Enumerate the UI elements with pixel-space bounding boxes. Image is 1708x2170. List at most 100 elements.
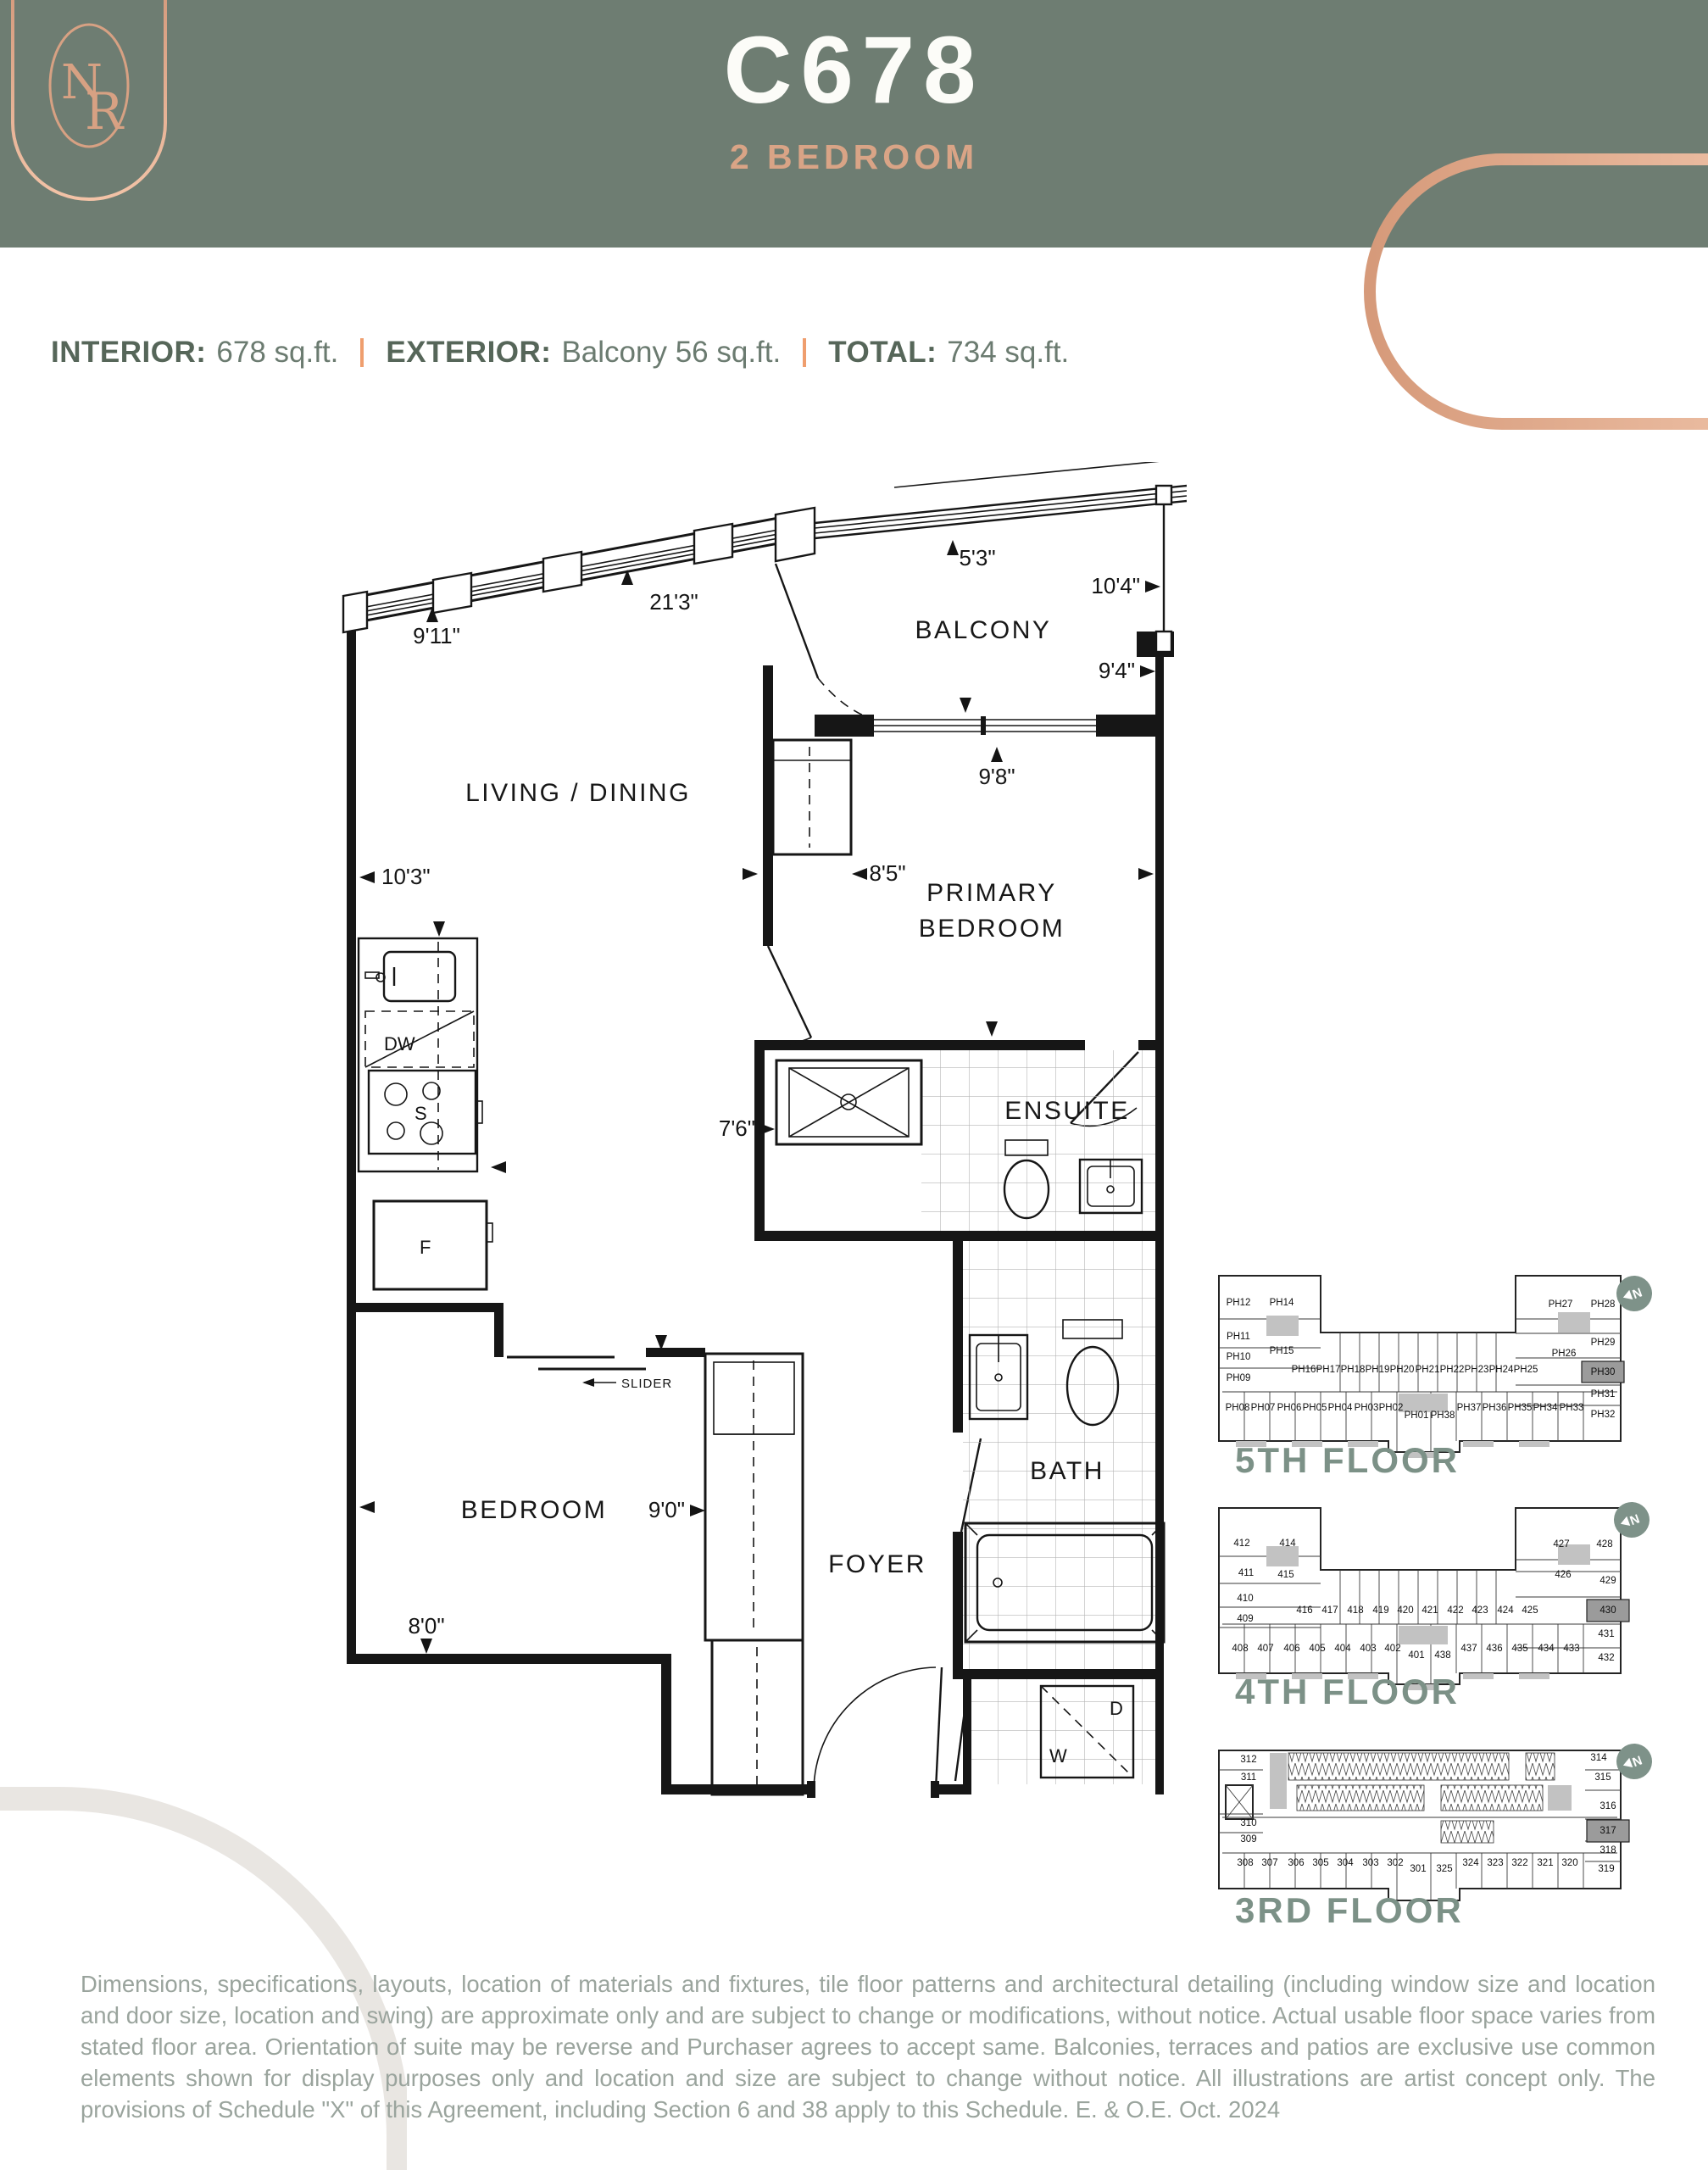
- total-stat: TOTAL:734 sq.ft.: [828, 336, 1069, 370]
- exterior-stat: EXTERIOR:Balcony 56 sq.ft.: [386, 336, 781, 370]
- dim-9-8: 9'8": [978, 764, 1015, 789]
- dishwasher-label: DW: [384, 1033, 415, 1054]
- keyplan-unit-label: 319: [1598, 1864, 1614, 1874]
- logo-monogram-r: R: [85, 82, 125, 142]
- keyplan-unit-label: 304: [1337, 1858, 1354, 1868]
- keyplan-unit-label: 407: [1257, 1644, 1273, 1654]
- keyplan-unit-label: PH25: [1514, 1365, 1538, 1375]
- living-dining-label: LIVING / DINING: [465, 779, 691, 807]
- highlighted-unit-3rd: [1586, 1819, 1630, 1843]
- keyplan-unit-label: 301: [1410, 1864, 1426, 1874]
- keyplan-unit-label: PH20: [1390, 1365, 1415, 1375]
- keyplan-unit-label: 309: [1240, 1834, 1256, 1844]
- keyplan-unit-label: 402: [1384, 1644, 1400, 1654]
- keyplan-unit-label: PH18: [1341, 1365, 1366, 1375]
- keyplan-unit-label: 324: [1462, 1858, 1479, 1868]
- keyplan-unit-label: 322: [1511, 1858, 1527, 1868]
- keyplan-unit-label: 418: [1347, 1605, 1363, 1616]
- keyplan-unit-label: 435: [1511, 1644, 1527, 1654]
- keyplan-unit-label: 302: [1387, 1858, 1403, 1868]
- keyplan-unit-label: PH12: [1227, 1298, 1251, 1308]
- keyplan-unit-label: 438: [1434, 1650, 1450, 1661]
- highlighted-unit-5th: [1581, 1360, 1625, 1383]
- keyplan-unit-label: 406: [1283, 1644, 1299, 1654]
- dim-8-0: 8'0": [408, 1613, 444, 1639]
- dim-21-3: 21'3": [649, 589, 698, 615]
- keyplan-unit-label: PH14: [1270, 1298, 1294, 1308]
- decorative-arc-top-right: [1364, 153, 1708, 430]
- keyplan-unit-label: PH30: [1591, 1367, 1616, 1377]
- keyplan-unit-label: 320: [1561, 1858, 1577, 1868]
- dim-10-3: 10'3": [381, 864, 431, 889]
- keyplan-unit-label: 404: [1334, 1644, 1351, 1654]
- legal-disclaimer: Dimensions, specifications, layouts, loc…: [81, 1971, 1655, 2123]
- interior-value: 678 sq.ft.: [216, 336, 339, 369]
- keyplan-unit-label: PH15: [1270, 1346, 1294, 1356]
- keyplan-unit-label: PH36: [1483, 1403, 1507, 1413]
- keyplan-unit-label: 401: [1408, 1650, 1424, 1661]
- interior-stat: INTERIOR: 678 sq.ft.: [51, 336, 338, 370]
- window-wall: [342, 506, 816, 634]
- keyplan-unit-label: 318: [1600, 1845, 1616, 1856]
- keyplan-unit-label: 434: [1538, 1644, 1555, 1654]
- logo-oval: [48, 23, 130, 148]
- washer-label: W: [1049, 1745, 1067, 1767]
- keyplan-unit-label: 321: [1537, 1858, 1553, 1868]
- keyplan-unit-label: PH26: [1552, 1349, 1577, 1359]
- keyplan-unit-label: 428: [1596, 1539, 1612, 1550]
- keyplan-unit-label: PH03: [1355, 1403, 1379, 1413]
- keyplan-unit-label: PH24: [1489, 1365, 1514, 1375]
- compass-icon: N: [1614, 1502, 1650, 1538]
- highlighted-unit-4th: [1586, 1599, 1630, 1622]
- bath: [963, 1241, 1166, 1669]
- interior-walls: [347, 665, 1164, 1794]
- keyplan-unit-label: 425: [1522, 1605, 1538, 1616]
- keyplan-unit-label: 436: [1486, 1644, 1502, 1654]
- area-stats: INTERIOR: 678 sq.ft. EXTERIOR:Balcony 56 …: [51, 336, 1069, 370]
- unit-floorplan: DW S F SLIDER: [342, 462, 1187, 1798]
- dim-9-11: 9'11": [413, 623, 460, 648]
- keyplan-unit-label: 312: [1240, 1755, 1256, 1765]
- keyplan-unit-label: PH27: [1549, 1299, 1573, 1310]
- dim-8-5: 8'5": [869, 860, 905, 886]
- keyplan-unit-label: PH19: [1366, 1365, 1390, 1375]
- keyplan-unit-label: 408: [1232, 1644, 1248, 1654]
- keyplan-unit-label: PH38: [1431, 1410, 1455, 1421]
- compass-icon: N: [1616, 1744, 1652, 1779]
- compass-icon: N: [1616, 1276, 1652, 1311]
- keyplan-unit-label: PH06: [1277, 1403, 1302, 1413]
- keyplan-unit-label: 437: [1460, 1644, 1477, 1654]
- keyplan-unit-label: 420: [1397, 1605, 1413, 1616]
- header-band: C678 2 BEDROOM: [0, 0, 1708, 248]
- stat-separator: [803, 338, 807, 367]
- ensuite-label: ENSUITE: [1004, 1097, 1130, 1125]
- keyplan-unit-label: 433: [1563, 1644, 1579, 1654]
- page-subtitle: 2 BEDROOM: [729, 137, 979, 176]
- keyplan-unit-label: PH28: [1591, 1299, 1616, 1310]
- keyplan-unit-label: 415: [1277, 1570, 1294, 1580]
- keyplan-unit-label: PH17: [1316, 1365, 1341, 1375]
- keyplan-unit-label: PH22: [1440, 1365, 1465, 1375]
- keyplan-unit-label: PH21: [1416, 1365, 1440, 1375]
- keyplan-unit-label: 323: [1487, 1858, 1503, 1868]
- bedroom-closet: [704, 1352, 804, 1642]
- keyplan-unit-label: PH04: [1328, 1403, 1353, 1413]
- keyplan-unit-label: 419: [1372, 1605, 1388, 1616]
- dim-5-3: 5'3": [959, 545, 995, 570]
- interior-label: INTERIOR:: [51, 336, 207, 369]
- keyplan-unit-label: 303: [1362, 1858, 1378, 1868]
- floor-label-4th: 4TH FLOOR: [1235, 1672, 1460, 1711]
- page-title: C678: [723, 17, 985, 123]
- primary-window: [874, 716, 1096, 735]
- laundry-closet: D W: [971, 1679, 1155, 1784]
- fridge-label: F: [420, 1237, 431, 1258]
- bath-label: BATH: [1030, 1457, 1104, 1485]
- keyplan-unit-label: 308: [1237, 1858, 1253, 1868]
- decorative-arc-bottom-left: [0, 1787, 407, 2170]
- keyplan-unit-label: PH05: [1303, 1403, 1327, 1413]
